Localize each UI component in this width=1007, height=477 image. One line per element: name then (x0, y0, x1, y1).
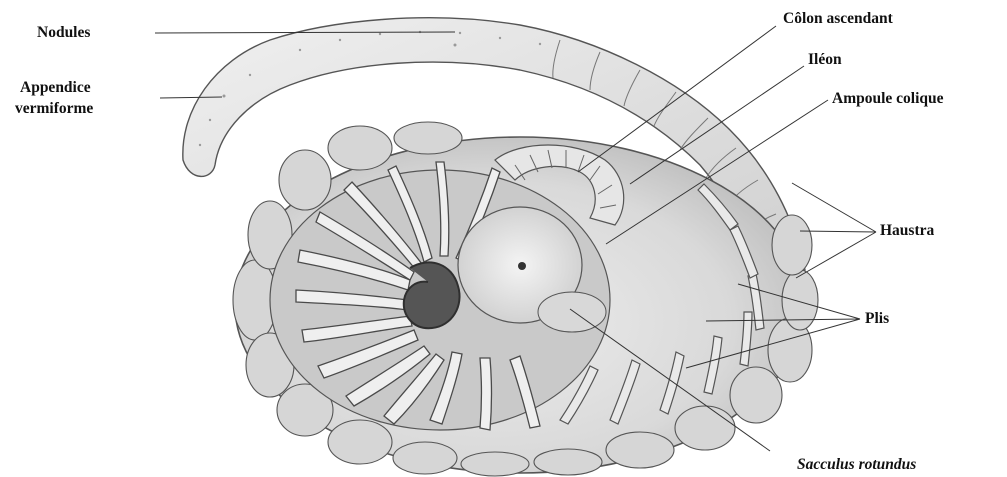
label-nodules: Nodules (37, 24, 90, 42)
label-plis: Plis (865, 310, 889, 328)
label-appendice: Appendice (20, 79, 91, 97)
label-haustra: Haustra (880, 222, 934, 240)
sacculus-region (538, 292, 606, 332)
label-colon-ascendant: Côlon ascendant (783, 10, 893, 28)
label-vermiforme: vermiforme (15, 100, 93, 118)
label-ampoule-colique: Ampoule colique (832, 90, 944, 108)
ileal-orifice (518, 262, 526, 270)
label-sacculus-rotundus: Sacculus rotundus (797, 456, 916, 474)
label-ileon: Iléon (808, 51, 842, 69)
